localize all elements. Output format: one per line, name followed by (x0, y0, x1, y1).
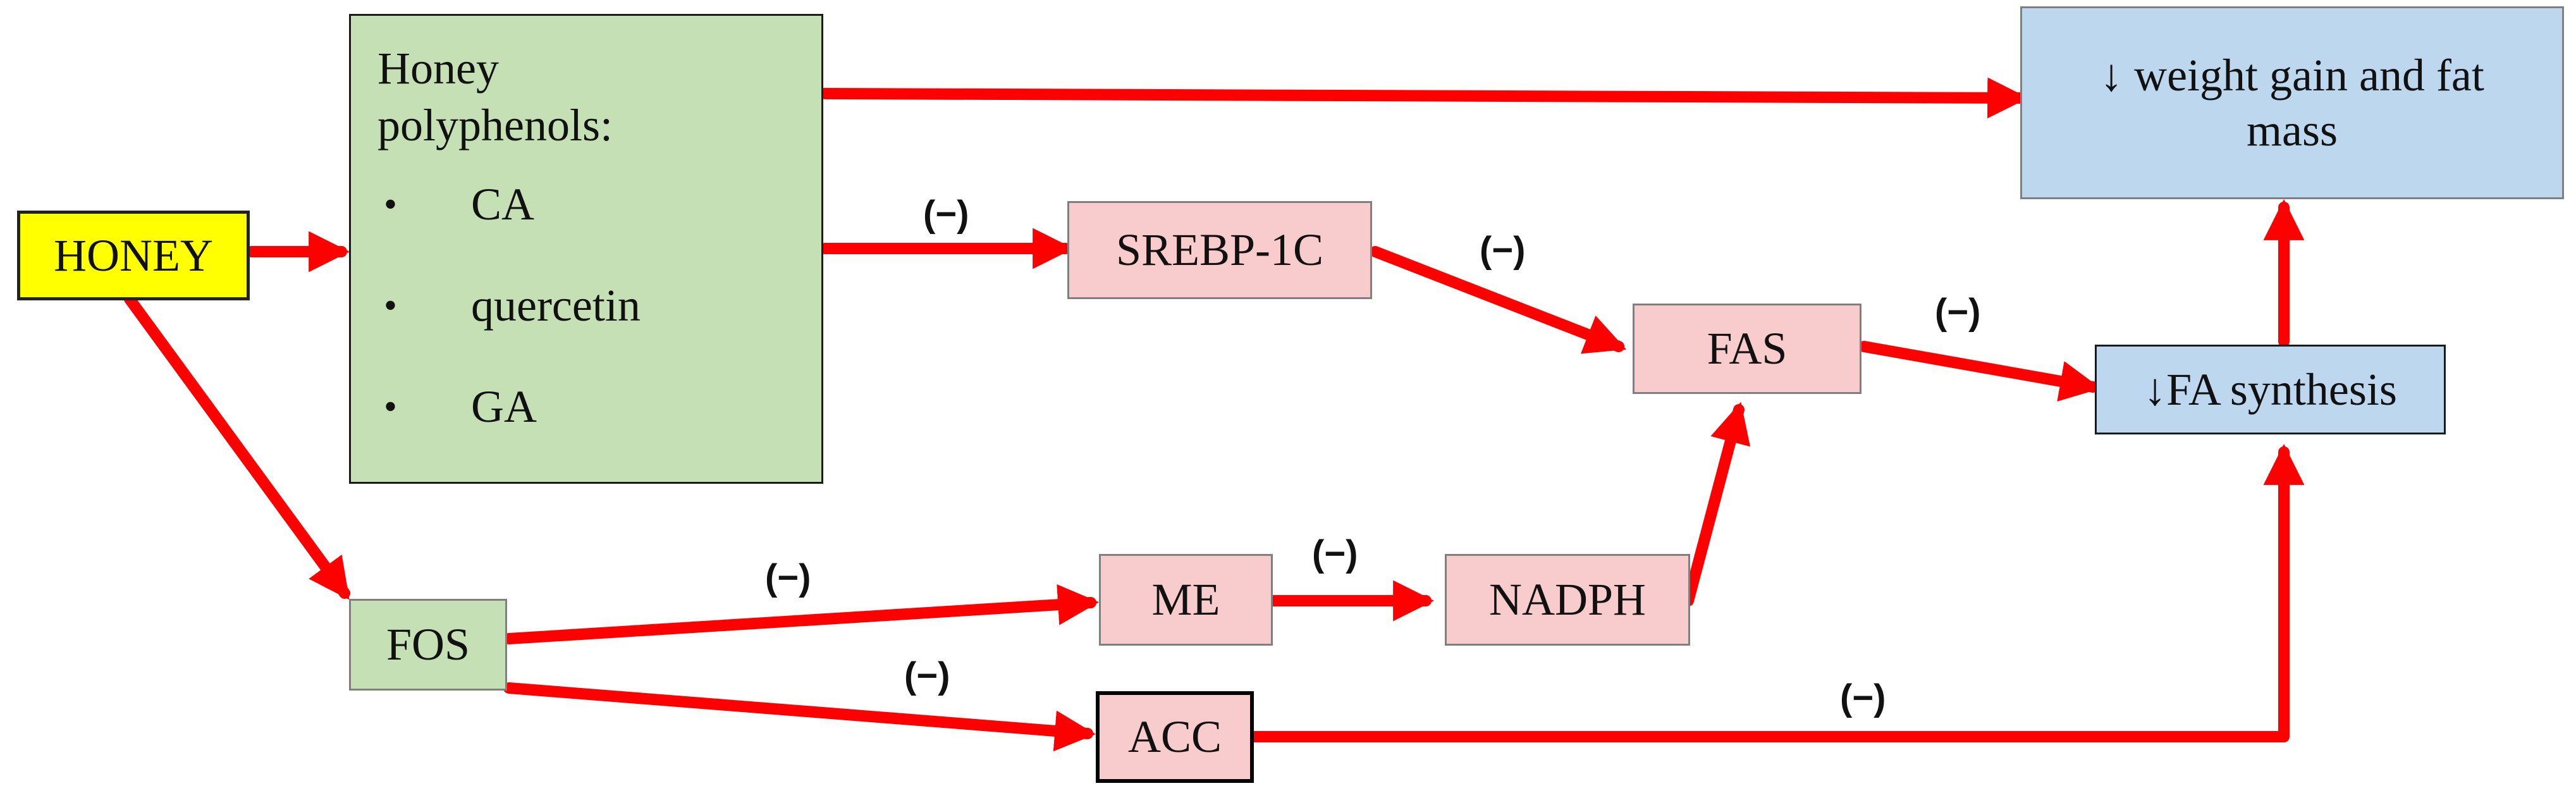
polyphenol-label: quercetin (471, 280, 641, 331)
bullet-icon: • (384, 285, 398, 326)
honey-polyphenols-node: Honey polyphenols: • CA • quercetin • GA (349, 14, 823, 484)
nadph-node: NADPH (1445, 554, 1690, 646)
arrow-acc-to-fa-synthesis (1249, 444, 2305, 742)
arrow-srebp-to-fas (1370, 246, 1627, 354)
arrow-fas-to-fa-synthesis (1858, 341, 2101, 402)
inhibition-label-fas: (−) (1480, 230, 1526, 271)
polyphenol-item-ca: • CA (377, 154, 821, 255)
bullet-icon: • (384, 183, 398, 225)
acc-node: ACC (1096, 691, 1254, 783)
arrow-polyphenols-to-weight (819, 77, 2028, 119)
inhibition-label-acc: (−) (904, 655, 950, 696)
me-node: ME (1099, 554, 1273, 646)
weight-gain-fat-mass-node: ↓ weight gain and fat mass (2020, 6, 2564, 199)
srebp-1c-node: SREBP-1C (1067, 201, 1372, 299)
inhibition-label-nadph: (−) (1312, 533, 1358, 574)
inhibition-label-fa-synthesis: (−) (1935, 292, 1981, 333)
fa-synthesis-node: ↓FA synthesis (2095, 345, 2446, 434)
inhibition-label-me: (−) (765, 557, 811, 598)
bullet-icon: • (384, 386, 398, 427)
fos-node: FOS (349, 599, 507, 691)
arrow-nadph-to-fas (1683, 402, 1751, 606)
polyphenol-list: • CA • quercetin • GA (377, 154, 821, 457)
polyphenol-item-ga: • GA (377, 356, 821, 457)
inhibition-label-srebp: (−) (923, 194, 969, 235)
honey-node: HONEY (17, 211, 250, 300)
polyphenols-title-line2: polyphenols: (377, 100, 613, 151)
fas-node: FAS (1633, 304, 1861, 394)
polyphenol-label: GA (471, 381, 537, 432)
inhibition-label-acc-to-fa: (−) (1840, 677, 1886, 718)
arrow-fos-to-me (503, 584, 1099, 644)
arrow-honey-to-fos (124, 293, 350, 600)
arrow-fos-to-acc (503, 682, 1096, 752)
polyphenols-title-line1: Honey (377, 43, 499, 94)
polyphenol-label: CA (471, 179, 535, 230)
polyphenol-item-quercetin: • quercetin (377, 255, 821, 356)
